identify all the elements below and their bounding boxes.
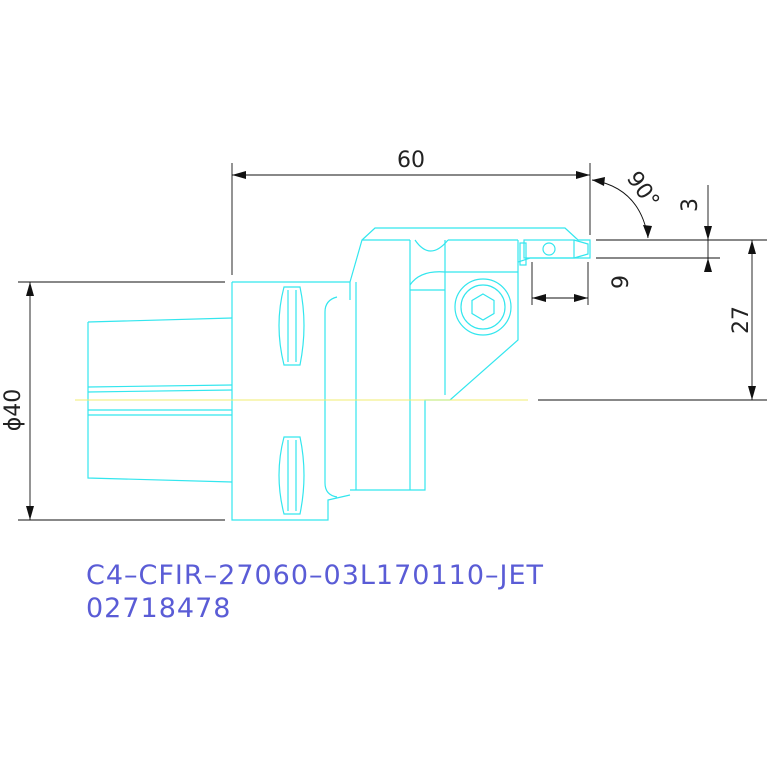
shank-groove-line [87,389,233,393]
arrowhead [26,282,34,296]
head-outline [349,227,591,491]
clamp-screw-outer [454,278,512,336]
flange-outline [231,281,351,521]
arrowhead [592,177,605,186]
arrowhead [748,240,756,254]
drive-slot-bottom [278,436,305,515]
head-relief-arc [414,239,449,252]
shank-outline [87,317,233,483]
dimension-lines [18,163,767,521]
part-number-label: 02718478 [86,593,232,624]
cutting-insert [523,239,575,259]
drive-slot-top [278,286,305,366]
arrowhead [748,386,756,400]
shank-groove-line [87,384,233,388]
arrowhead [576,171,590,179]
arrowhead [232,171,246,179]
arrowhead [704,258,712,272]
arrowhead [574,294,588,302]
arrowhead [532,294,546,302]
arrowhead [26,506,34,520]
dim-label-offset: 9 [609,275,634,289]
tool-holder-outline [87,227,591,521]
dim-label-height: 27 [729,306,754,334]
insert-seat [519,242,527,266]
insert-screw-icon [542,242,556,256]
arrowhead [643,225,652,238]
arrowhead [704,226,712,240]
dim-label-angle: 90° [621,167,664,213]
hex-socket-icon [471,293,495,321]
insert-tip [573,239,589,259]
dimension-arrows [26,171,756,520]
part-code-label: C4–CFIR–27060–03L170110–JET [86,560,545,591]
head-inner-arc [409,271,518,286]
clamp-screw-inner [460,284,506,330]
dim-label-diameter: ϕ40 [1,389,26,432]
flange-inner-outline [324,296,338,498]
dim-label-width: 3 [678,198,703,212]
dim-label-length: 60 [397,148,425,173]
